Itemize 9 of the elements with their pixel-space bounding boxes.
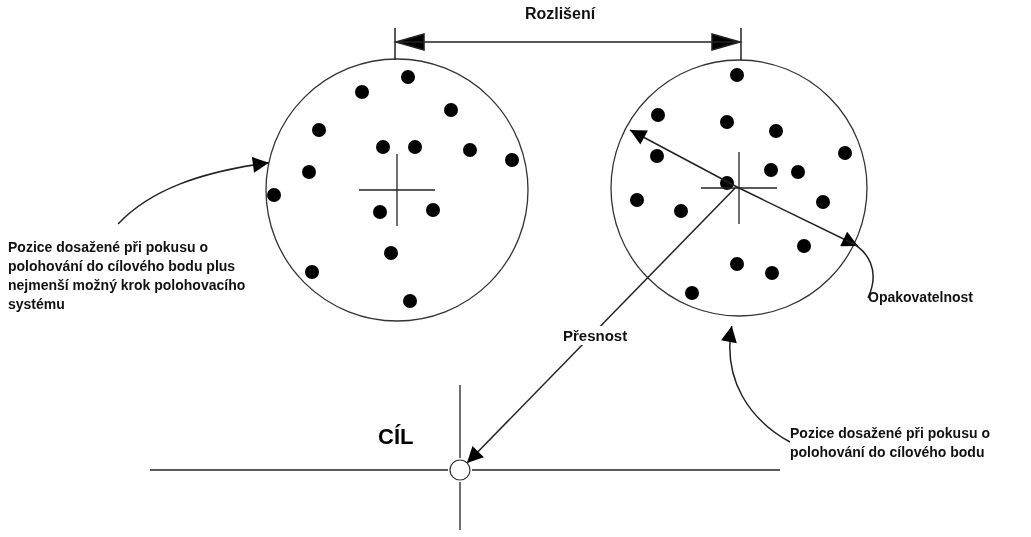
leader-line [845, 239, 874, 299]
leader-line [117, 157, 270, 225]
arrow [466, 187, 736, 464]
callout-text: Pozice dosažené při pokusu o polohování do cílového bodu [790, 424, 1030, 462]
callout-text: Pozice dosažené při pokusu o polohování do cílového bodu plus nejmenší možný krok polohovacího systému [8, 238, 270, 314]
leader-line [721, 325, 791, 443]
dimension-label: Rozlišení [523, 4, 597, 23]
callout-text: Opakovatelnost [868, 288, 1028, 307]
target-label: CÍL [378, 424, 414, 450]
